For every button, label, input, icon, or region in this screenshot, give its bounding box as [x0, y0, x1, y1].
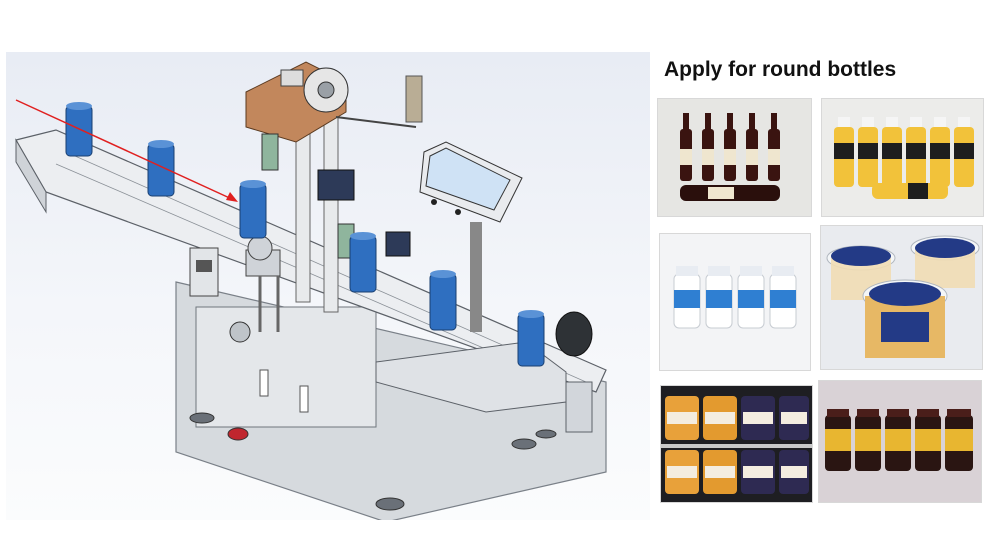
cup-icon [821, 226, 982, 369]
honey-jars-photo [818, 380, 982, 503]
plastic-cups-photo [820, 225, 983, 370]
juice-bottles-photo [821, 98, 984, 217]
pill-bottle-icon [660, 234, 810, 370]
wine-bottles-photo [657, 98, 812, 217]
jam-jars-shelf-photo [660, 385, 813, 503]
wine-bottle-icon [658, 99, 811, 216]
pill-bottles-photo [659, 233, 811, 371]
machine-illustration [6, 52, 650, 520]
labeling-machine-icon [15, 61, 607, 520]
headline: Apply for round bottles [664, 58, 897, 81]
juice-bottle-icon [822, 99, 983, 216]
jar-icon [819, 381, 981, 502]
jar-icon [661, 386, 812, 502]
